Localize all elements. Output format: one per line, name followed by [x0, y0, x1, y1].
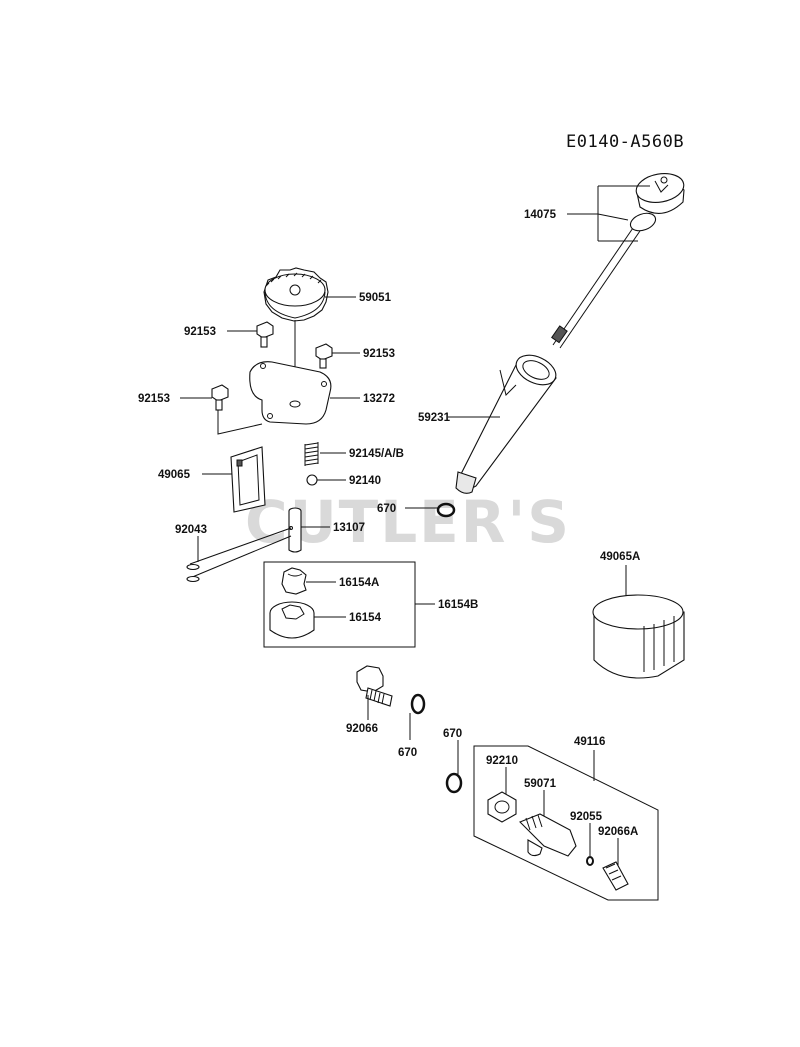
dipstick-part[interactable]: [551, 170, 686, 349]
shaft-part[interactable]: [288, 507, 302, 553]
label-59071: 59071: [524, 778, 557, 790]
oil-filter-part[interactable]: [592, 594, 685, 679]
label-92066: 92066: [346, 723, 378, 735]
plug-part[interactable]: [602, 861, 629, 891]
o-ring-part-c[interactable]: [445, 772, 463, 794]
label-49116: 49116: [574, 736, 605, 748]
label-16154B: 16154B: [438, 599, 478, 611]
label-16154A: 16154A: [339, 577, 379, 589]
cover-plate-part[interactable]: [249, 361, 332, 425]
label-92153-c: 92153: [138, 393, 170, 405]
o-ring-part-a[interactable]: [436, 502, 456, 518]
label-92153-b: 92153: [363, 348, 395, 360]
ball-part[interactable]: [306, 474, 318, 486]
label-92043: 92043: [175, 524, 207, 536]
inner-rotor-part[interactable]: [281, 567, 307, 595]
diagram-code: E0140-A560B: [566, 132, 685, 152]
bolt-part-c[interactable]: [211, 384, 229, 411]
assembly-49116-box: [473, 745, 659, 901]
label-92055: 92055: [570, 811, 603, 823]
small-o-ring-part[interactable]: [586, 856, 594, 866]
label-59231: 59231: [418, 412, 451, 424]
label-92210: 92210: [486, 755, 518, 767]
bolt-part-a[interactable]: [256, 321, 274, 348]
label-14075: 14075: [524, 209, 557, 221]
label-49065: 49065: [158, 469, 191, 481]
spring-part[interactable]: [304, 442, 319, 466]
label-670-a: 670: [377, 503, 396, 515]
gear-part[interactable]: [263, 267, 329, 322]
label-13107: 13107: [333, 522, 365, 534]
label-92066A: 92066A: [598, 826, 638, 838]
label-92145: 92145/A/B: [349, 448, 404, 460]
filler-tube-part[interactable]: [455, 349, 561, 494]
fitting-part[interactable]: [519, 813, 577, 857]
label-92140: 92140: [349, 475, 381, 487]
label-16154: 16154: [349, 612, 382, 624]
o-ring-part-b[interactable]: [410, 693, 426, 715]
drain-plug-part[interactable]: [356, 665, 393, 707]
bolt-part-b[interactable]: [315, 343, 333, 369]
outer-rotor-part[interactable]: [269, 601, 315, 639]
gasket-part[interactable]: [230, 446, 266, 513]
label-670-c: 670: [443, 728, 462, 740]
adapter-part[interactable]: [487, 791, 517, 823]
label-59051: 59051: [359, 292, 392, 304]
label-92153-a: 92153: [184, 326, 216, 338]
pin-part[interactable]: [186, 527, 292, 583]
label-13272: 13272: [363, 393, 395, 405]
label-49065A: 49065A: [600, 551, 640, 563]
label-670-b: 670: [398, 747, 417, 759]
